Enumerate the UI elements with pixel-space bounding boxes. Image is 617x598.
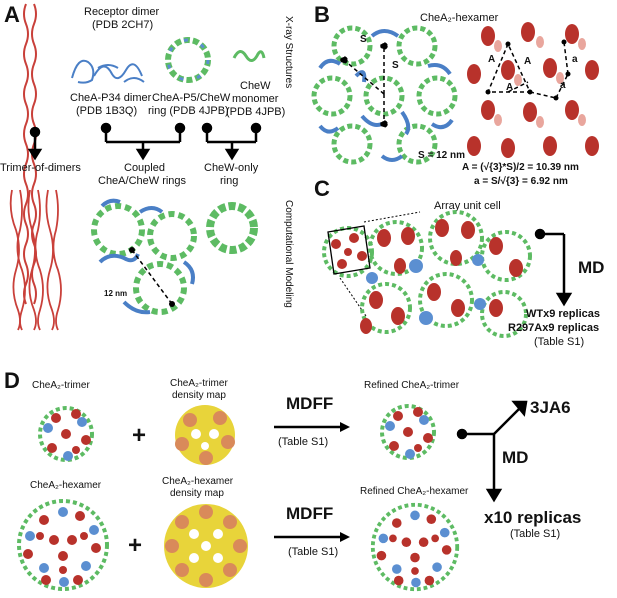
- trimer-structure: [38, 406, 94, 462]
- refined-hexamer-structure: [370, 502, 460, 592]
- s-label-2: S: [392, 60, 399, 71]
- mdff-arrow-2: [274, 532, 350, 542]
- a-small-2: a: [560, 80, 566, 91]
- scale-12nm-label: 12 nm: [104, 289, 128, 298]
- chea-p5-chew-ring-structure: [165, 37, 211, 83]
- panel-label-a: A: [4, 2, 20, 27]
- a-label-1: A: [488, 54, 496, 65]
- panel-d-md-label: MD: [502, 448, 529, 467]
- r297-replicas-label: R297Ax9 replicas: [508, 322, 600, 334]
- array-unit-cell-structure: [360, 210, 532, 338]
- a-small-equation: a = S/√{3} = 6.92 nm: [474, 176, 568, 187]
- hexamer-map-label: CheA₂-hexamer: [162, 476, 234, 487]
- trimer-of-dimers-structure: [9, 189, 62, 331]
- refined-hexamer-label: Refined CheA₂-hexamer: [360, 486, 469, 497]
- chea-p5-pdb-label: ring (PDB 4JPB): [148, 105, 229, 117]
- panel-d-table-label: (Table S1): [510, 528, 561, 540]
- coupled-rings-label: CheA/CheW rings: [98, 175, 187, 187]
- chew-only-ring-structure: [206, 202, 258, 254]
- plus-sign-1: +: [132, 422, 147, 449]
- chea-p34-dimer-structure: [71, 59, 145, 84]
- pdb-3ja6-label: 3JA6: [530, 398, 571, 417]
- hexamer-structure: [17, 499, 109, 591]
- a-small-1: a: [572, 54, 578, 65]
- a-label-2: A: [524, 56, 532, 67]
- unit-cell-small: [322, 225, 374, 278]
- refine-branch-arrows: [456, 400, 528, 503]
- trimer-of-dimers-label: Trimer-of-dimers: [0, 162, 81, 174]
- a-equation: A = (√{3}*S)/2 = 10.39 nm: [462, 162, 579, 173]
- refined-trimer-label: Refined CheA₂-trimer: [364, 380, 460, 391]
- mdff-table-2: (Table S1): [288, 546, 339, 558]
- refined-trimer-structure: [380, 404, 436, 460]
- mdff-label-1: MDFF: [286, 394, 334, 413]
- panel-label-b: B: [314, 2, 330, 27]
- chea-p34-pdb-label: (PDB 1B3Q): [76, 105, 138, 117]
- hexamer-label: CheA₂-hexamer: [30, 480, 102, 491]
- panel-label-c: C: [314, 176, 330, 201]
- trimer-density-map: [175, 405, 235, 465]
- receptor-dimer-label: Receptor dimer: [84, 6, 160, 18]
- array-unit-cell-label: Array unit cell: [434, 200, 501, 212]
- trimer-map-label-2: density map: [172, 390, 226, 401]
- panel-c-arrow: [534, 228, 573, 307]
- hexamer-title: CheA₂-hexamer: [420, 12, 499, 24]
- chew-pdb-label: (PDB 4JPB): [226, 106, 286, 118]
- coupled-rings-structure: [91, 198, 197, 315]
- chew-monomer-label: monomer: [232, 93, 279, 105]
- chew-label: CheW: [240, 80, 271, 92]
- hexamer-lattice-structure: [311, 25, 458, 165]
- mdff-table-1: (Table S1): [278, 436, 329, 448]
- s-label-1: S: [360, 34, 367, 45]
- trimer-map-label: CheA₂-trimer: [170, 378, 228, 389]
- wt-replicas-label: WTx9 replicas: [526, 308, 600, 320]
- a-label-3: A: [506, 82, 514, 93]
- panel-a-arrows: [27, 122, 262, 161]
- panel-c-table-label: (Table S1): [534, 336, 585, 348]
- chea-p34-label: CheA-P34 dimer: [70, 92, 152, 104]
- receptor-lattice-structure: [467, 22, 599, 158]
- chea-p5-label: CheA-P5/CheW: [152, 92, 231, 104]
- hexamer-map-label-2: density map: [170, 488, 224, 499]
- mdff-arrow-1: [274, 422, 350, 432]
- panel-c-md-label: MD: [578, 258, 605, 277]
- panel-label-d: D: [4, 368, 20, 393]
- plus-sign-2: +: [128, 532, 143, 559]
- x10-replicas-label: x10 replicas: [484, 508, 582, 527]
- coupled-label: Coupled: [124, 162, 165, 174]
- trimer-label: CheA₂-trimer: [32, 380, 90, 391]
- mdff-label-2: MDFF: [286, 504, 334, 523]
- receptor-pdb-label: (PDB 2CH7): [92, 19, 154, 31]
- ring-label: ring: [220, 175, 239, 187]
- chew-only-label: CheW-only: [204, 162, 259, 174]
- s-equation: S = 12 nm: [418, 150, 465, 161]
- hexamer-density-map: [164, 504, 248, 588]
- chew-monomer-structure: [232, 50, 266, 62]
